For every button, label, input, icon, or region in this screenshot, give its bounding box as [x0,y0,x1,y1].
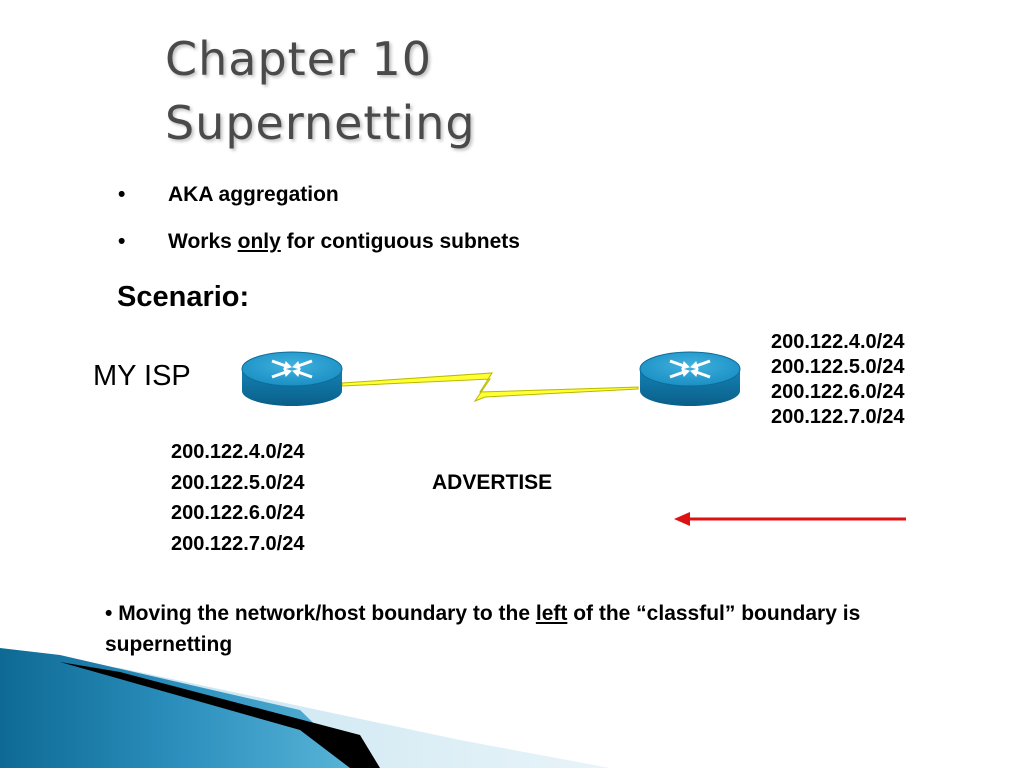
bullet-text: Works only for contiguous subnets [168,230,520,253]
bullet-symbol: • [105,602,113,625]
swoosh-blue-wedge [0,648,360,768]
page-title: Chapter 10 [165,32,433,86]
right-network-list: 200.122.4.0/24 200.122.5.0/24 200.122.6.… [771,330,904,430]
bullet-contiguous-subnets: • Works only for contiguous subnets [118,230,638,256]
advertise-label: ADVERTISE [432,471,553,494]
network-prefix: 200.122.4.0/24 [171,441,305,463]
serial-link-icon [341,372,639,403]
router-icon [639,351,741,406]
supernetting-note: • Moving the network/host boundary to th… [105,602,861,656]
network-prefix: 200.122.7.0/24 [771,406,905,428]
scenario-heading: Scenario: [117,281,250,313]
network-prefix: 200.122.5.0/24 [771,356,905,378]
left-network-list: 200.122.4.0/24 200.122.5.0/24 200.122.6.… [171,437,304,559]
network-diagram [241,351,741,406]
bullet-text: AKA aggregation [168,183,339,206]
bullet-symbol: • [118,183,126,206]
bullet-aka-aggregation: • AKA aggregation [118,183,618,209]
swoosh-black-stripe [60,662,380,768]
underlined-word: only [237,230,281,253]
bullet-symbol: • [118,230,126,253]
page-subtitle: Supernetting [165,96,476,150]
network-prefix: 200.122.5.0/24 [171,471,305,494]
arrow-left-icon [674,512,906,526]
network-prefix: 200.122.6.0/24 [771,381,905,403]
swoosh-light-band [0,655,610,768]
network-prefix: 200.122.6.0/24 [171,502,305,524]
network-prefix: 200.122.4.0/24 [771,331,905,353]
underlined-word: left [535,602,568,625]
isp-label: MY ISP [93,360,191,392]
network-prefix: 200.122.7.0/24 [171,532,305,555]
router-icon [241,351,343,406]
